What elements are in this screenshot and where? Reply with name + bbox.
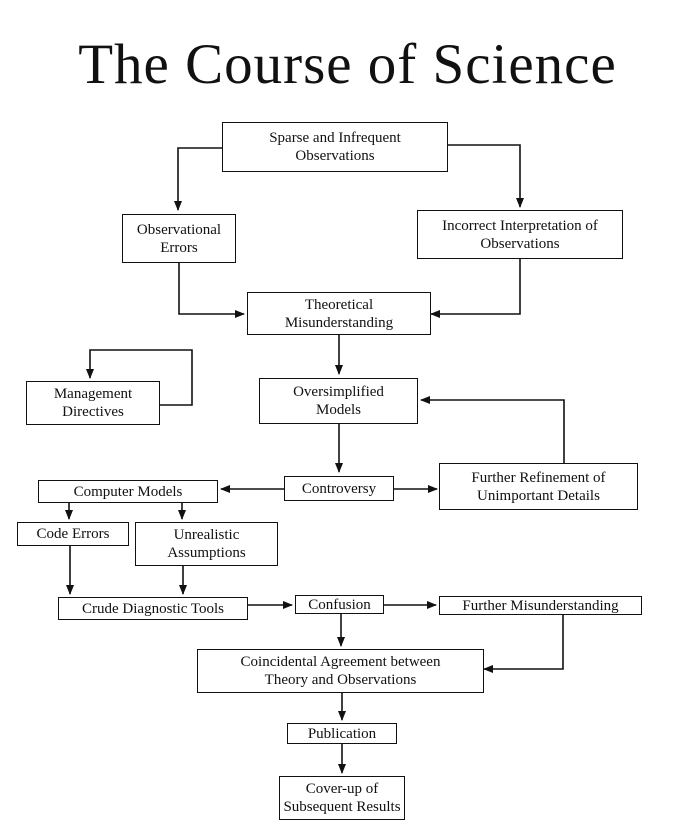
arrow-sparse-to-incorrect <box>448 144 524 208</box>
node-crude-diagnostic-tools: Crude Diagnostic Tools <box>58 597 248 620</box>
node-code-errors: Code Errors <box>17 522 129 546</box>
diagram-title: The Course of Science <box>78 33 617 96</box>
arrow-management-loop <box>86 349 193 406</box>
node-controversy: Controversy <box>284 476 394 501</box>
arrow-refinement-to-oversimplified <box>420 396 565 463</box>
arrow-sparse-to-obs-errors <box>174 147 222 211</box>
node-confusion: Confusion <box>295 595 384 614</box>
node-further-misunderstanding: Further Misunderstanding <box>439 596 642 615</box>
arrow-further-mis-to-coincidental <box>483 615 564 673</box>
arrow-incorrect-to-theoretical <box>430 259 521 318</box>
node-computer-models: Computer Models <box>38 480 218 503</box>
arrow-obs-errors-to-theoretical <box>178 263 245 318</box>
node-publication: Publication <box>287 723 397 744</box>
